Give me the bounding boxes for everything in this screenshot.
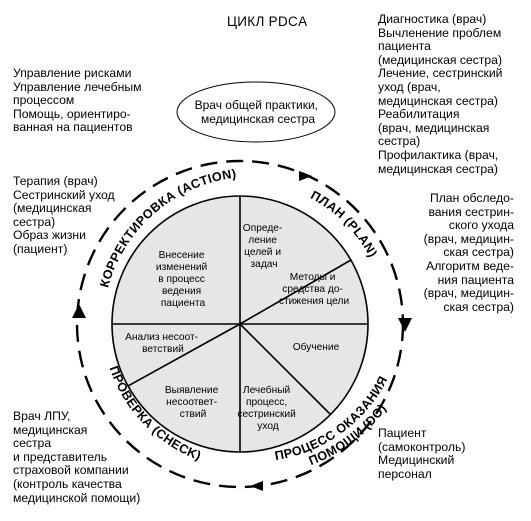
right-bottom-line: Медицинский — [378, 453, 455, 468]
segment-plan-methods: Методы и средства до- стижения цели — [279, 272, 349, 307]
right-bottom-line: персонал — [378, 466, 432, 481]
right-mid-line: (врач, медицин- — [423, 286, 514, 301]
left-bottom-text: Врач ЛПУ, медицинская сестра и представи… — [13, 409, 141, 505]
right-mid-line: План обследо- — [429, 191, 514, 205]
left-bottom-line: (контроль качества — [13, 476, 122, 491]
left-bottom-line: страховой компании — [13, 463, 129, 478]
segment-line: задач — [250, 259, 277, 270]
left-mid-line: Терапия (врач) — [13, 174, 98, 188]
segment-line: в процесс — [158, 274, 205, 285]
ellipse-line: Врач общей практики, — [195, 98, 318, 112]
segment-action-changes: Внесение изменений в процесс ведения пац… — [156, 250, 210, 309]
left-top-line: процессом — [13, 93, 75, 108]
right-mid-line: Алгоритм веде- — [426, 258, 514, 273]
segment-do-training: Обучение — [293, 341, 340, 353]
right-top-line: пациента — [378, 39, 431, 54]
left-mid-line: Сестринский уход — [13, 187, 115, 202]
right-mid-line: ская сестра) — [443, 299, 514, 314]
right-mid-line: ская сестра) — [443, 245, 514, 260]
segment-line: пациента — [161, 298, 206, 309]
segment-line: Методы и — [290, 272, 336, 283]
segment-dividers — [112, 196, 368, 452]
segment-check-detect: Выявление несоответ- ствий — [165, 385, 221, 420]
right-top-line: Реабилитация — [378, 107, 460, 122]
right-top-line: Вычленение проблем — [378, 25, 502, 40]
left-top-line: ванная на пациентов — [13, 120, 133, 135]
segment-line: Внесение — [159, 250, 205, 261]
segment-line: целей и — [244, 247, 281, 258]
ellipse-text: Врач общей практики, медицинская сестра — [195, 98, 322, 126]
segment-line: уход — [257, 421, 279, 432]
participants-ellipse — [176, 81, 336, 143]
segment-line: Опреде- — [243, 223, 283, 234]
ellipse-line: медицинская сестра — [201, 112, 315, 126]
segment-line: Анализ несоот- — [125, 332, 198, 343]
right-top-line: уход (врач, — [378, 79, 441, 94]
left-mid-line: Образ жизни — [13, 228, 86, 243]
right-top-line: (врач, медицинская — [378, 120, 490, 135]
left-mid-line: сестра) — [13, 214, 56, 229]
right-top-line: (медицинская сестра) — [378, 52, 503, 67]
segment-plan-goals: Опреде- ление целей и задач — [243, 223, 285, 270]
segment-line: средства до- — [282, 284, 343, 295]
left-mid-line: (медицинская — [13, 201, 92, 216]
right-mid-line: ского ухода — [448, 218, 514, 233]
left-top-line: Управление рисками — [13, 66, 132, 80]
left-bottom-line: сестра — [13, 436, 52, 451]
right-mid-line: вания сестрин- — [428, 204, 514, 219]
left-top-line: Помощь, ориентиро- — [13, 106, 131, 121]
left-top-line: Управление лечебным — [13, 79, 142, 94]
arrow-right-head — [398, 318, 412, 332]
left-bottom-line: Врач ЛПУ, — [13, 409, 71, 423]
segment-line: процесс, — [246, 397, 287, 408]
right-top-line: медицинская сестра) — [378, 93, 498, 108]
segment-line: ление — [248, 235, 277, 246]
segment-line: несоответ- — [166, 397, 217, 408]
left-bottom-line: медицинской помощи) — [13, 490, 141, 505]
right-bottom-line: (самоконтроль) — [378, 439, 466, 454]
segment-line: ветствий — [142, 344, 184, 355]
right-top-line: Профилактика (врач, — [378, 147, 499, 162]
segment-line: Обучение — [293, 341, 340, 353]
segment-line: Выявление — [165, 385, 219, 396]
left-mid-line: (пациент) — [13, 241, 68, 256]
right-mid-line: (врач, медицин- — [423, 231, 514, 246]
left-top-text: Управление рисками Управление лечебным п… — [13, 66, 142, 135]
left-bottom-line: медицинская — [13, 422, 88, 437]
segment-line: изменений — [156, 262, 207, 273]
segment-check-analysis: Анализ несоот- ветствий — [125, 332, 201, 355]
right-top-line: сестра) — [378, 134, 421, 149]
segment-line: стижения цели — [279, 296, 349, 307]
right-top-line: медицинская сестра) — [378, 161, 498, 176]
arrow-top-head — [299, 171, 312, 181]
right-bottom-line: Пациент — [378, 426, 427, 440]
right-bottom-text: Пациент (самоконтроль) Медицинский персо… — [378, 426, 466, 481]
right-top-line: Диагностика (врач) — [378, 12, 487, 26]
segment-line: сестринский — [237, 409, 295, 420]
diagram-title: ЦИКЛ PDCA — [227, 14, 308, 29]
arrow-left-head — [72, 304, 86, 318]
segment-line: Лечебный — [243, 384, 290, 396]
segment-line: ствий — [180, 409, 207, 420]
left-mid-text: Терапия (врач) Сестринский уход (медицин… — [13, 174, 115, 257]
right-mid-text: План обследо- вания сестрин- ского ухода… — [423, 191, 514, 314]
segment-do-treatment: Лечебный процесс, сестринский уход — [237, 384, 298, 432]
arrow-bottom-head — [250, 481, 263, 491]
left-bottom-line: и представитель — [13, 449, 108, 464]
right-top-line: Лечение, сестринский — [378, 66, 503, 81]
segment-line: ведения — [162, 286, 201, 297]
right-mid-line: ния пациента — [437, 272, 514, 287]
divider — [127, 323, 241, 387]
divider — [239, 259, 352, 325]
right-top-text: Диагностика (врач) Вычленение проблем па… — [378, 12, 503, 176]
divider — [239, 323, 331, 415]
